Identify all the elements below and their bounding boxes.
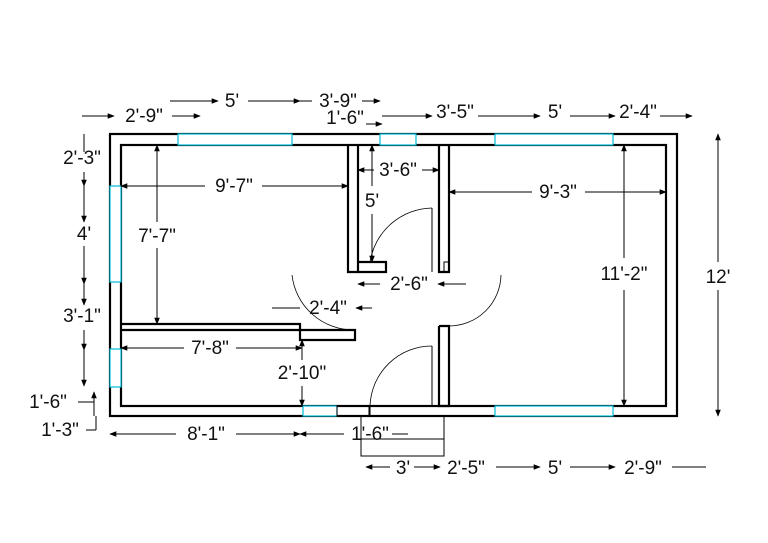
bottom-dim-b: 1'-6" <box>351 424 389 445</box>
bottom-dim-a: 8'-1" <box>187 424 225 445</box>
dim-room1-depth: 7'-7" <box>138 226 176 247</box>
dim-room2-width: 9'-3" <box>539 182 577 203</box>
top-dim-a: 5' <box>225 91 239 112</box>
bottom-dim-c: 3' <box>396 458 410 479</box>
door-right-room <box>448 274 502 327</box>
dim-bath-depth: 5' <box>365 191 379 212</box>
interior-dimensions: 9'-7" 7'-7" 3'-6" 5' 9'-3" 11'-2" 2'-6" … <box>120 144 667 407</box>
door-hall <box>291 274 355 331</box>
door-bathroom <box>369 207 433 263</box>
top-dimensions: 5' 3'-9" 2'-9" 1'-6" 3'-5" 5' 2'-4" <box>82 91 693 129</box>
right-dimensions: 12' <box>706 133 731 417</box>
top-dim-b: 3'-9" <box>319 91 357 112</box>
window-bottom-right <box>494 405 614 417</box>
top-dim-g: 2'-4" <box>619 102 657 123</box>
left-dim-e: 1'-3" <box>41 420 79 441</box>
door-entrance <box>369 345 433 407</box>
top-dim-f: 5' <box>548 102 562 123</box>
left-dim-d: 1'-6" <box>29 392 67 413</box>
window-bottom-left <box>302 405 338 417</box>
top-dim-c: 2'-9" <box>125 106 163 127</box>
left-dim-c: 3'-1" <box>63 306 101 327</box>
left-dimensions: 2'-3" 4' 3'-1" 1'-6" 1'-3" <box>29 134 101 441</box>
bottom-dim-d: 2'-5" <box>447 458 485 479</box>
dim-bath-width: 3'-6" <box>379 160 417 181</box>
bottom-dim-e: 5' <box>548 458 562 479</box>
partitions <box>121 145 451 457</box>
dim-kitchen-width: 7'-8" <box>191 338 229 359</box>
dim-kitchen-depth: 2'-10" <box>278 363 326 384</box>
dim-door-width: 2'-6" <box>390 274 428 295</box>
left-dim-b: 4' <box>77 224 91 245</box>
window-left-lower <box>109 348 122 388</box>
window-top-bath <box>379 133 417 146</box>
left-dim-a: 2'-3" <box>63 148 101 169</box>
doors <box>291 207 502 416</box>
dim-room2-depth: 11'-2" <box>601 264 648 285</box>
dim-hall-width: 2'-4" <box>309 298 347 319</box>
windows <box>109 133 614 417</box>
bottom-dimensions: 8'-1" 1'-6" 3' 2'-5" 5' 2'-9" <box>109 424 706 479</box>
window-left-upper <box>109 185 122 283</box>
bottom-dim-f: 2'-9" <box>624 458 662 479</box>
top-dim-d: 1'-6" <box>326 108 364 129</box>
right-dim-overall: 12' <box>706 267 731 288</box>
window-top-left <box>177 133 293 146</box>
top-dim-e: 3'-5" <box>436 102 474 123</box>
window-top-right <box>494 133 614 146</box>
dim-room1-width: 9'-7" <box>215 176 253 197</box>
